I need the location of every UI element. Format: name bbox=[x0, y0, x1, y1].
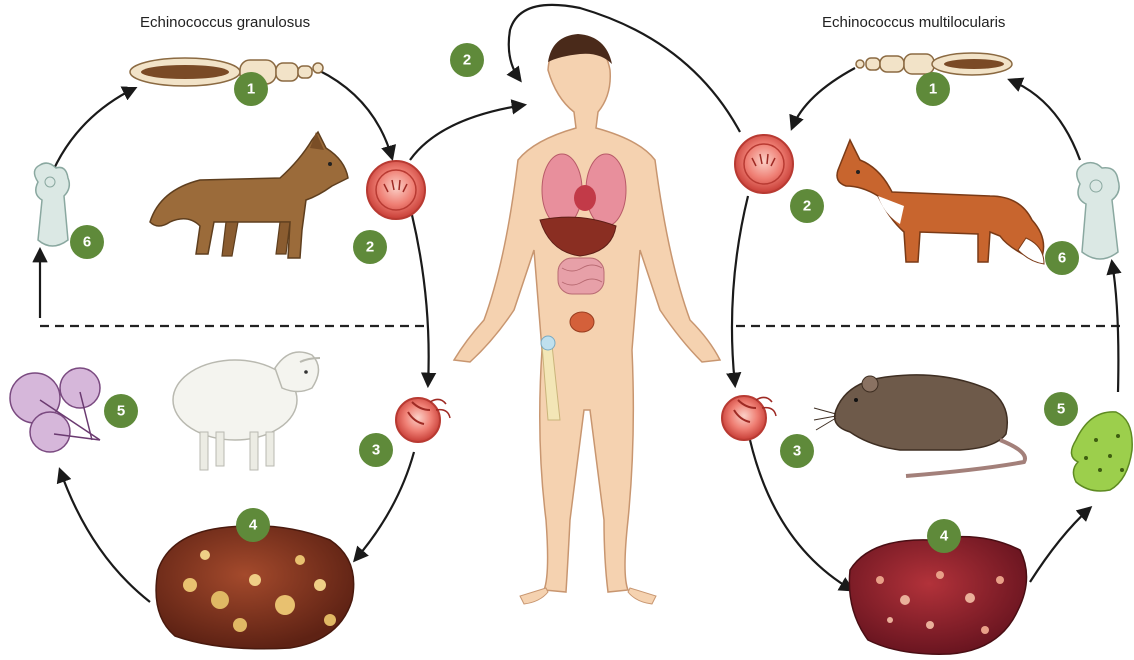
step-label-right-3: 3 bbox=[793, 443, 801, 460]
step-label-left-4: 4 bbox=[249, 517, 258, 534]
alveolar-liver-icon bbox=[849, 537, 1026, 655]
step-badge-right-2: 2 bbox=[790, 189, 824, 223]
egg-icon-right-2 bbox=[735, 135, 793, 193]
egg-icon-left-2 bbox=[367, 161, 425, 219]
arrow-1-to-2-right bbox=[792, 68, 855, 128]
fox-icon bbox=[837, 140, 1044, 264]
arrow-egg-to-human-left bbox=[410, 105, 524, 160]
step-badge-left-4: 4 bbox=[236, 508, 270, 542]
arrow-egg-to-human-right bbox=[509, 5, 740, 132]
arrow-4-to-5-right bbox=[1030, 508, 1090, 582]
step-label-left-5: 5 bbox=[117, 403, 125, 420]
protoscolex-icon-left bbox=[34, 163, 69, 246]
step-label-right-2: 2 bbox=[803, 198, 811, 215]
hatched-egg-icon-right-3 bbox=[722, 396, 776, 440]
arrow-2-to-3-left bbox=[412, 215, 429, 385]
step-badge-right-4: 4 bbox=[927, 519, 961, 553]
step-label-right-5: 5 bbox=[1057, 401, 1065, 418]
hydatid-cysts-icon bbox=[10, 368, 100, 452]
step-badge-right-1: 1 bbox=[916, 72, 950, 106]
arrow-3-to-4-left bbox=[355, 452, 414, 560]
human-figure bbox=[454, 34, 720, 604]
step-label-right-4: 4 bbox=[940, 528, 949, 545]
tapeworm-icon-right bbox=[856, 53, 1012, 75]
step-label-left-6: 6 bbox=[83, 234, 91, 251]
left-cycle-title: Echinococcus granulosus bbox=[140, 14, 310, 31]
right-cycle-title: Echinococcus multilocularis bbox=[822, 14, 1005, 31]
step-badge-left-6: 6 bbox=[70, 225, 104, 259]
step-label-right-1: 1 bbox=[929, 81, 937, 98]
alveolar-cyst-icon bbox=[1071, 412, 1132, 491]
arrow-6-to-1-right bbox=[1010, 80, 1080, 160]
step-label-left-3: 3 bbox=[372, 442, 380, 459]
step-badge-left-2: 2 bbox=[353, 230, 387, 264]
rat-icon bbox=[814, 375, 1025, 476]
step-label-left-2: 2 bbox=[366, 239, 374, 256]
protoscolex-icon-right bbox=[1077, 163, 1119, 259]
sheep-icon bbox=[173, 352, 320, 470]
step-label-human-2: 2 bbox=[463, 52, 471, 69]
step-badge-left-1: 1 bbox=[234, 72, 268, 106]
arrow-1-to-2-left bbox=[318, 70, 392, 158]
step-badge-right-3: 3 bbox=[780, 434, 814, 468]
hydatid-liver-icon bbox=[156, 526, 354, 649]
step-badge-right-5: 5 bbox=[1044, 392, 1078, 426]
tapeworm-icon-left bbox=[130, 58, 323, 86]
step-badge-left-5: 5 bbox=[104, 394, 138, 428]
dog-icon bbox=[150, 132, 348, 258]
hatched-egg-icon-left-3 bbox=[396, 398, 450, 442]
arrow-4-to-5-left bbox=[60, 470, 150, 602]
step-badge-human-2: 2 bbox=[450, 43, 484, 77]
arrow-2-to-3-right bbox=[732, 196, 748, 385]
step-label-left-1: 1 bbox=[247, 81, 255, 98]
step-badge-right-6: 6 bbox=[1045, 241, 1079, 275]
step-badge-left-3: 3 bbox=[359, 433, 393, 467]
step-label-right-6: 6 bbox=[1058, 250, 1066, 267]
